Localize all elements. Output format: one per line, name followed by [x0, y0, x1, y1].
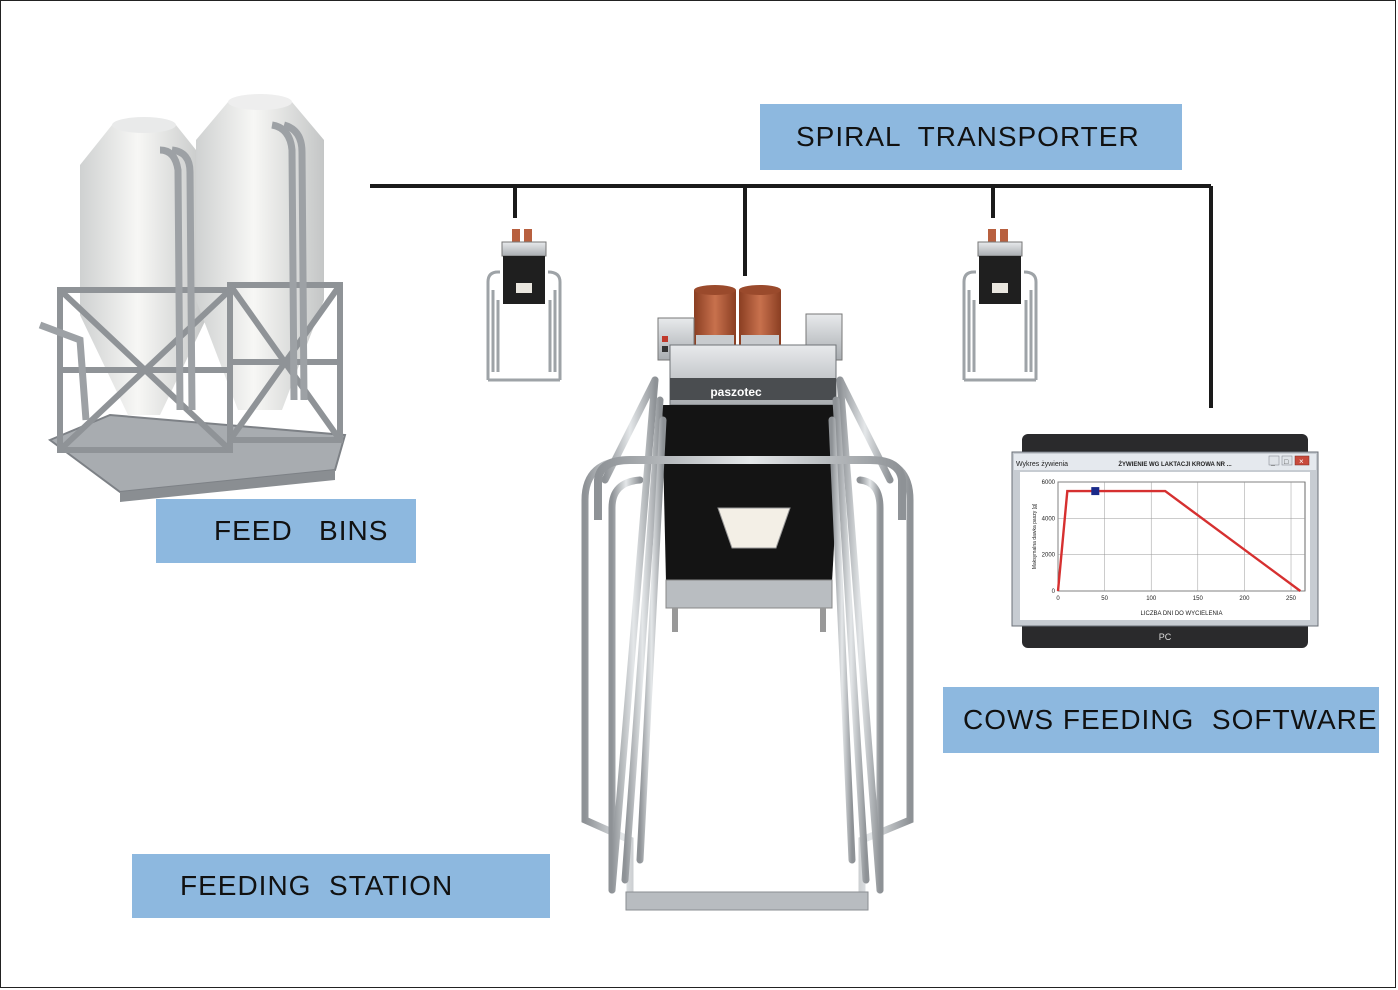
chart-x-tick-label: 50 — [1101, 596, 1108, 602]
feeding-station-main — [581, 285, 914, 911]
label-cows-feeding-software-text: COWS FEEDING SOFTWARE — [963, 704, 1378, 735]
chart-y-axis-label: Maksymalna dawka paszy [g] — [1032, 503, 1038, 569]
label-feed-bins: FEED BINS — [156, 499, 416, 563]
chart-x-tick-label: 0 — [1056, 596, 1060, 602]
maximize-icon[interactable]: □ — [1284, 459, 1289, 466]
chart-marker — [1091, 487, 1100, 496]
chart-plot-area — [1057, 481, 1306, 592]
label-cows-feeding-software: COWS FEEDING SOFTWARE — [943, 687, 1379, 753]
spiral-transporter-pipe — [370, 184, 1213, 408]
label-feeding-station: FEEDING STATION — [132, 854, 550, 918]
chart-y-tick-label: 0 — [1052, 589, 1056, 595]
minimize-icon[interactable]: _ — [1270, 459, 1275, 466]
chart-y-tick-label: 4000 — [1042, 516, 1056, 522]
chart-series-line — [1056, 489, 1302, 592]
chart-x-axis-label: LICZBA DNI DO WYCIELENIA — [1140, 611, 1222, 617]
chart-y-tick-label: 6000 — [1042, 480, 1056, 486]
station-brand: paszotec — [710, 385, 762, 399]
label-feeding-station-text: FEEDING STATION — [180, 870, 454, 901]
chart-x-tick-label: 150 — [1193, 596, 1204, 602]
pc-caption: PC — [1159, 632, 1172, 642]
feed-bins-illustration — [38, 94, 347, 502]
feeding-station-small-left — [486, 229, 562, 382]
label-feed-bins-text: FEED BINS — [214, 515, 389, 546]
label-spiral-transporter: SPIRAL TRANSPORTER — [760, 104, 1182, 170]
chart-x-tick-label: 250 — [1286, 596, 1297, 602]
window-title: Wykres żywienia — [1016, 461, 1068, 468]
chart-x-tick-label: 200 — [1239, 596, 1250, 602]
chart-x-tick-label: 100 — [1146, 596, 1157, 602]
label-spiral-transporter-text: SPIRAL TRANSPORTER — [796, 121, 1140, 152]
chart-y-tick-label: 2000 — [1042, 553, 1056, 559]
feeding-station-small-right — [962, 229, 1038, 382]
chart-title: ŻYWIENIE WG LAKTACJI KROWA NR ... — [1118, 461, 1232, 468]
close-icon[interactable]: × — [1299, 457, 1304, 466]
